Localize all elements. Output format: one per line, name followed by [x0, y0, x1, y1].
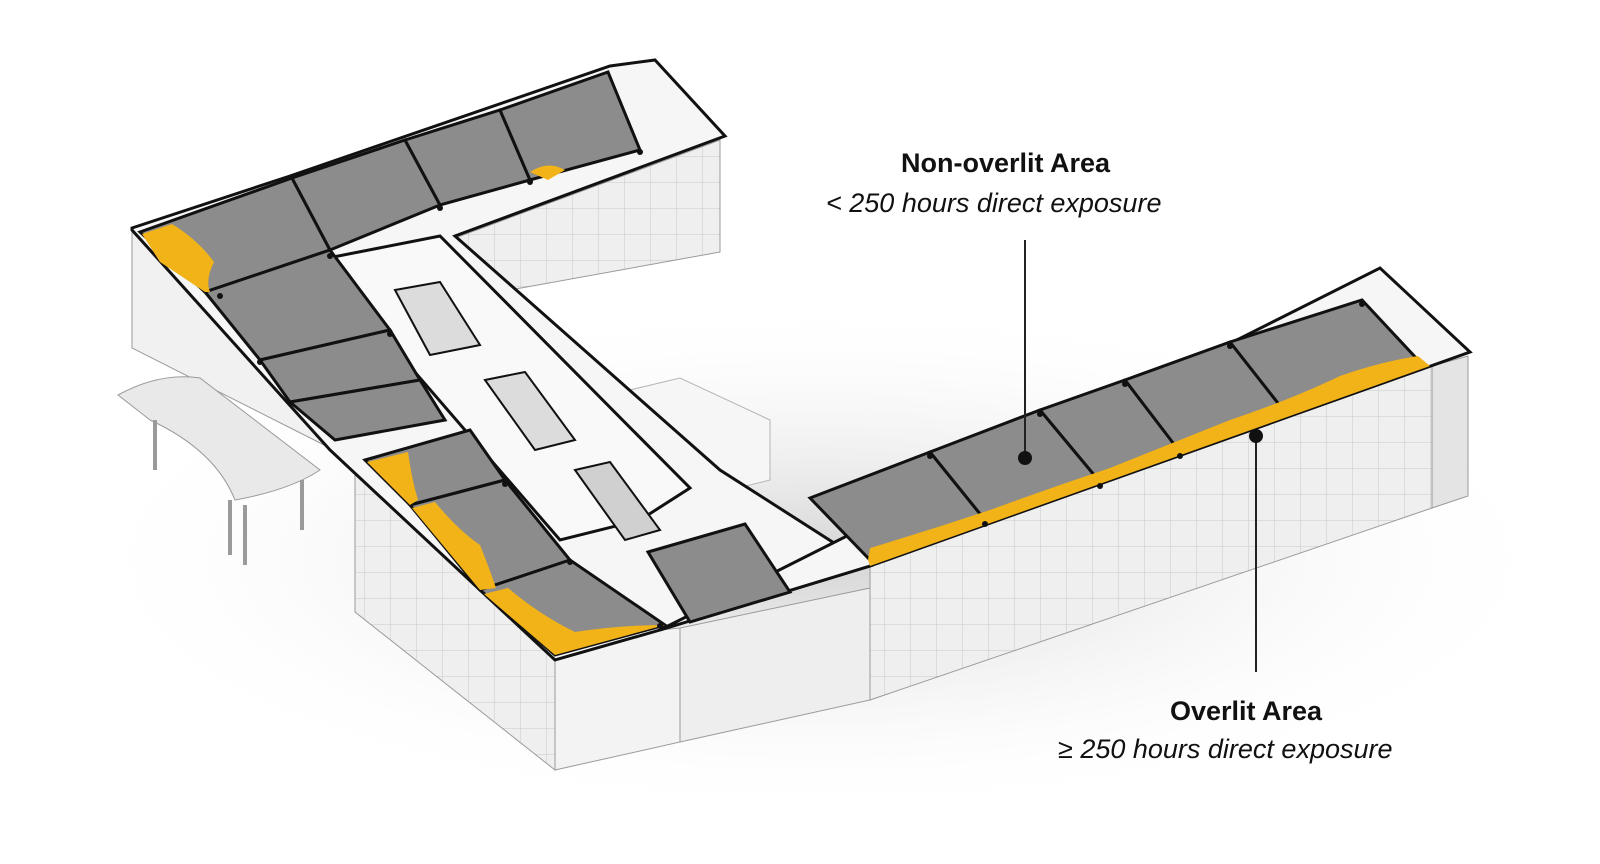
overlit-subtitle: ≥ 250 hours direct exposure [1058, 734, 1393, 764]
room-center-1 [645, 522, 793, 624]
overlit-marker [1249, 429, 1263, 443]
non-overlit-title: Non-overlit Area [901, 148, 1111, 178]
facade-right-end [1431, 355, 1469, 509]
marker-dots [217, 149, 1365, 629]
non-overlit-marker [1018, 451, 1032, 465]
canopy-columns [153, 420, 304, 565]
courtyard-opening-2 [483, 370, 577, 452]
overlit-region-back [142, 224, 214, 292]
overlit-region-right [868, 356, 1430, 566]
overlit-region-left-1 [367, 452, 418, 505]
stair-opening [573, 460, 662, 542]
courtyard-opening-1 [393, 280, 482, 357]
entrance-canopy [117, 376, 321, 501]
overlit-region-left-2 [412, 502, 496, 590]
non-overlit-subtitle: < 250 hours direct exposure [826, 188, 1162, 218]
overlit-region-left-3 [484, 588, 665, 655]
overlit-region-back-small [530, 165, 565, 180]
overlit-title: Overlit Area [1170, 696, 1323, 726]
room-left-3 [286, 378, 448, 442]
